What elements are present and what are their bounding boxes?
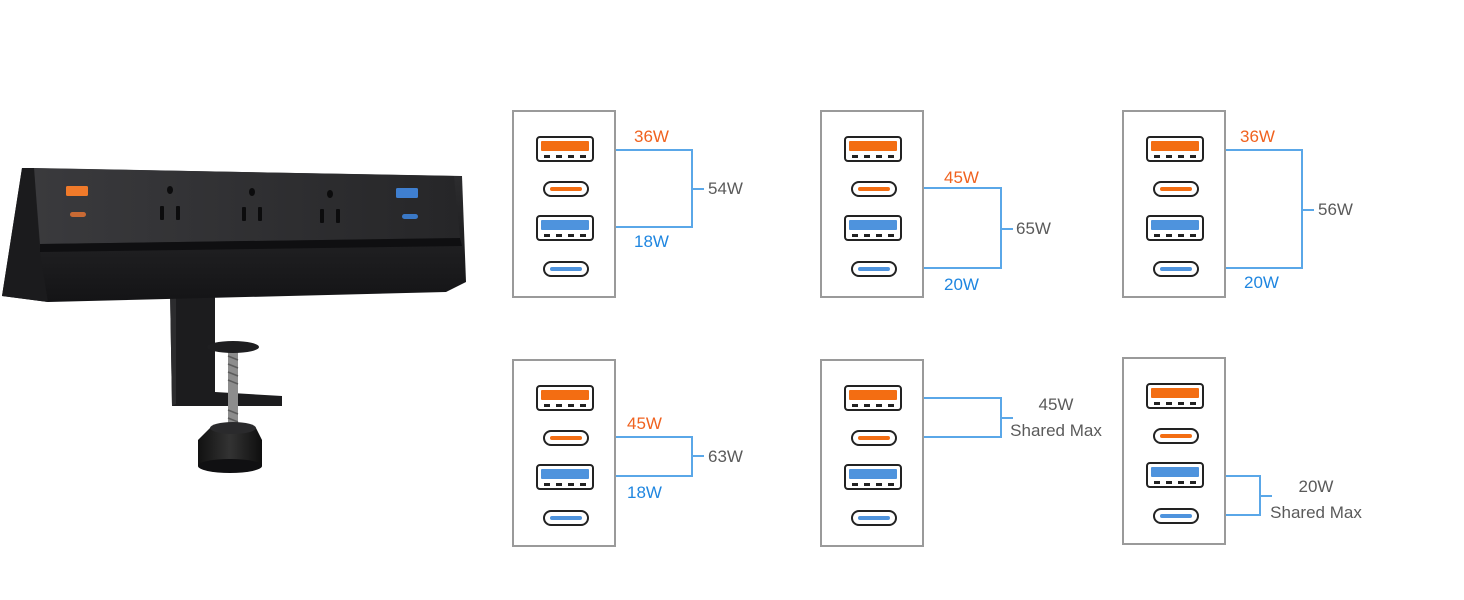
- usb-a-port-orange: [844, 136, 902, 162]
- desk-clamp-power-strip-icon: [2, 168, 466, 473]
- usb-c-port-blue: [1153, 508, 1199, 524]
- usb-a-port-blue: [536, 464, 594, 490]
- usb-c-port-blue: [543, 510, 589, 526]
- usb-c-port-orange: [1153, 181, 1199, 197]
- panel-3-total-watt: 56W: [1318, 200, 1353, 219]
- panel-3-orange-watt: 36W: [1240, 127, 1275, 146]
- panel-2-orange-watt: 45W: [944, 168, 979, 187]
- usb-c-port-orange: [851, 181, 897, 197]
- usb-a-port-orange: [536, 136, 594, 162]
- panel-4-total-watt: 63W: [708, 447, 743, 466]
- usb-c-port-blue: [851, 510, 897, 526]
- usb-c-port-orange: [1153, 428, 1199, 444]
- panel-3-blue-watt: 20W: [1244, 273, 1279, 292]
- panel-6-shared-label: 20W Shared Max: [1266, 474, 1366, 526]
- charger-panel-6: [1122, 357, 1226, 545]
- usb-c-port-orange: [851, 430, 897, 446]
- usb-c-port-blue: [543, 261, 589, 277]
- panel-4-orange-watt: 45W: [627, 414, 662, 433]
- panel-5-shared-watt: 45W: [1038, 395, 1074, 414]
- charger-panel-4: [512, 359, 616, 547]
- charger-panel-5: [820, 359, 924, 547]
- panel-1-total-watt: 54W: [708, 179, 743, 198]
- charger-panel-3: [1122, 110, 1226, 298]
- usb-a-port-blue: [1146, 462, 1204, 488]
- usb-a-port-orange: [844, 385, 902, 411]
- charger-panel-1: [512, 110, 616, 298]
- usb-c-port-orange: [543, 430, 589, 446]
- usb-c-port-orange: [543, 181, 589, 197]
- panel-2-total-watt: 65W: [1016, 219, 1051, 238]
- usb-c-port-blue: [1153, 261, 1199, 277]
- usb-a-port-orange: [536, 385, 594, 411]
- charger-panel-2: [820, 110, 924, 298]
- panel-6-shared-watt: 20W: [1298, 477, 1334, 496]
- usb-a-port-orange: [1146, 136, 1204, 162]
- usb-a-port-blue: [1146, 215, 1204, 241]
- panel-5-shared-label: 45W Shared Max: [1006, 392, 1106, 444]
- panel-6-shared-text: Shared Max: [1270, 503, 1362, 522]
- panel-5-shared-text: Shared Max: [1010, 421, 1102, 440]
- panel-4-blue-watt: 18W: [627, 483, 662, 502]
- usb-c-port-blue: [851, 261, 897, 277]
- panel-2-blue-watt: 20W: [944, 275, 979, 294]
- panel-1-blue-watt: 18W: [634, 232, 669, 251]
- panel-1-orange-watt: 36W: [634, 127, 669, 146]
- usb-a-port-blue: [536, 215, 594, 241]
- usb-a-port-blue: [844, 464, 902, 490]
- usb-a-port-blue: [844, 215, 902, 241]
- usb-a-port-orange: [1146, 383, 1204, 409]
